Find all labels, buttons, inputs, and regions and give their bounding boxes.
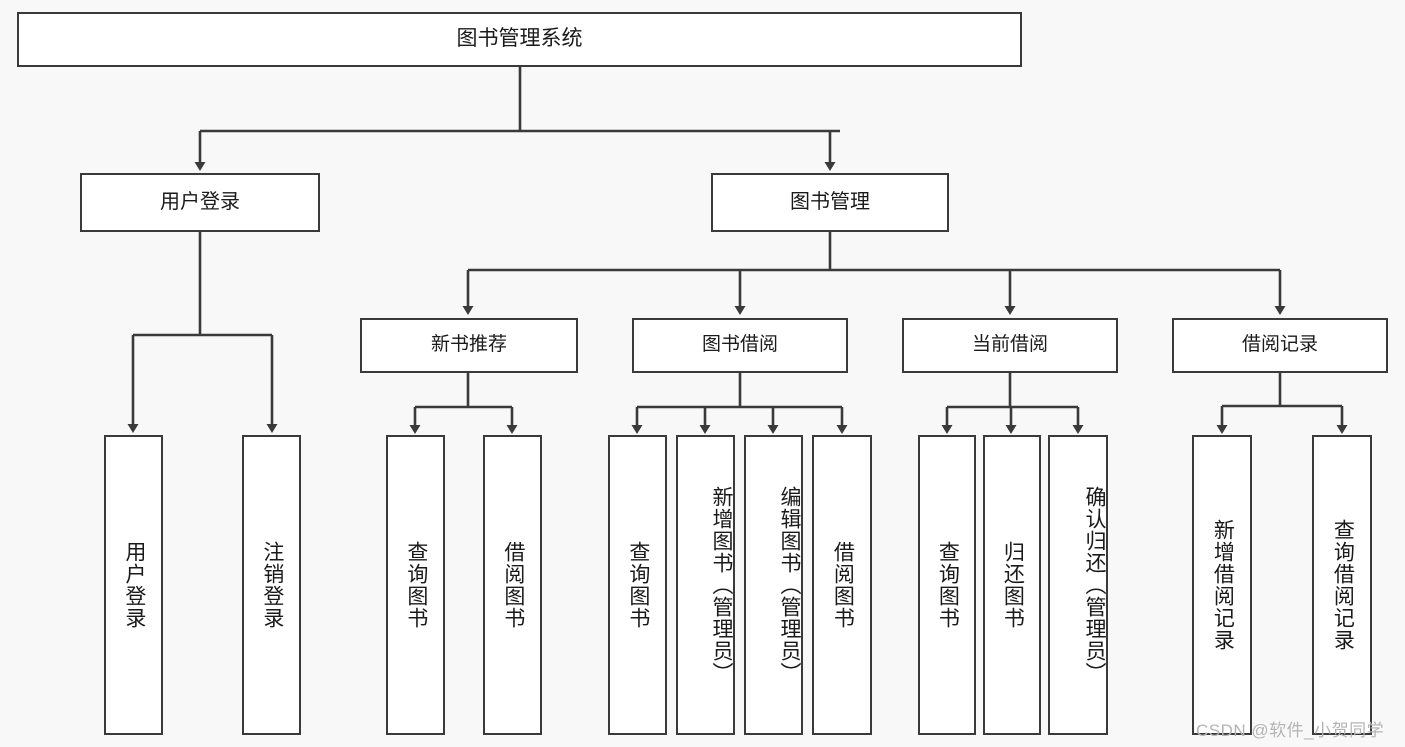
leaf-borrow-borrow-book[interactable]: 借阅图书 xyxy=(812,435,872,735)
leaf-borrow-add-book-admin[interactable]: 新增图书（管理员） xyxy=(676,435,735,735)
node-borrow-record-label: 借阅记录 xyxy=(1241,334,1318,356)
node-root-system[interactable]: 图书管理系统 xyxy=(17,12,1022,67)
leaf-borrow-edit-book-admin-label: 编辑图书（管理员） xyxy=(778,486,801,684)
node-current-borrow[interactable]: 当前借阅 xyxy=(902,318,1118,373)
node-borrow-record[interactable]: 借阅记录 xyxy=(1172,318,1388,373)
leaf-user-login-signin-label: 用户登录 xyxy=(122,541,146,629)
node-new-book-recommend[interactable]: 新书推荐 xyxy=(360,318,578,373)
leaf-record-add-record-label: 新增借阅记录 xyxy=(1211,519,1235,651)
leaf-new-book-query[interactable]: 查询图书 xyxy=(386,435,445,735)
node-book-management-label: 图书管理 xyxy=(790,190,870,213)
leaf-new-book-query-label: 查询图书 xyxy=(404,541,428,629)
leaf-record-query-record-label: 查询借阅记录 xyxy=(1331,519,1355,651)
node-user-login-label: 用户登录 xyxy=(160,190,240,213)
leaf-borrow-query-book-label: 查询图书 xyxy=(626,541,650,629)
leaf-user-login-signin[interactable]: 用户登录 xyxy=(104,435,163,735)
leaf-borrow-query-book[interactable]: 查询图书 xyxy=(608,435,667,735)
leaf-borrow-borrow-book-label: 借阅图书 xyxy=(831,541,855,629)
leaf-current-query-book[interactable]: 查询图书 xyxy=(918,435,976,735)
leaf-record-query-record[interactable]: 查询借阅记录 xyxy=(1312,435,1372,735)
node-root-label: 图书管理系统 xyxy=(456,27,583,51)
leaf-new-book-borrow-label: 借阅图书 xyxy=(501,541,525,629)
node-book-borrow[interactable]: 图书借阅 xyxy=(632,318,848,373)
leaf-user-login-signout-label: 注销登录 xyxy=(260,541,284,629)
leaf-current-return-book[interactable]: 归还图书 xyxy=(983,435,1041,735)
leaf-borrow-add-book-admin-label: 新增图书（管理员） xyxy=(710,486,733,684)
node-book-management[interactable]: 图书管理 xyxy=(711,173,949,232)
node-book-borrow-label: 图书借阅 xyxy=(701,334,778,356)
leaf-current-confirm-return-admin[interactable]: 确认归还（管理员） xyxy=(1048,435,1108,735)
node-user-login[interactable]: 用户登录 xyxy=(80,173,320,232)
leaf-current-query-book-label: 查询图书 xyxy=(936,541,960,629)
leaf-current-confirm-return-admin-label: 确认归还（管理员） xyxy=(1083,486,1106,684)
leaf-record-add-record[interactable]: 新增借阅记录 xyxy=(1192,435,1252,735)
csdn-watermark: CSDN @软件_小贺同学 xyxy=(1196,721,1385,740)
node-current-borrow-label: 当前借阅 xyxy=(971,334,1048,356)
leaf-current-return-book-label: 归还图书 xyxy=(1001,541,1025,629)
node-new-book-recommend-label: 新书推荐 xyxy=(430,334,507,356)
leaf-user-login-signout[interactable]: 注销登录 xyxy=(242,435,301,735)
leaf-new-book-borrow[interactable]: 借阅图书 xyxy=(483,435,542,735)
leaf-borrow-edit-book-admin[interactable]: 编辑图书（管理员） xyxy=(744,435,803,735)
